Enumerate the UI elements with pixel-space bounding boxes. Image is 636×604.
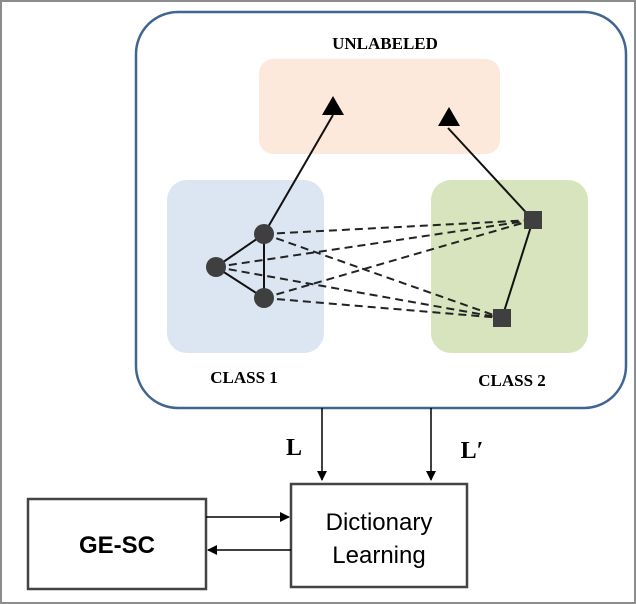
class1-node xyxy=(254,288,274,308)
class2-region xyxy=(431,180,588,353)
unlabeled-node xyxy=(322,96,344,115)
cross-class-edges xyxy=(215,219,534,319)
class2-edge xyxy=(501,219,534,319)
class1-to-unlabeled-edge xyxy=(263,114,334,235)
dictionary-learning-box xyxy=(289,482,469,589)
dictionary-label-line2: Learning xyxy=(332,542,425,569)
class1-region xyxy=(167,180,324,353)
dashed-edge xyxy=(263,233,503,319)
class2-label: CLASS 2 xyxy=(478,371,546,390)
dashed-edge xyxy=(263,219,534,235)
class2-node xyxy=(524,211,542,229)
class1-node xyxy=(206,257,226,277)
Lprime-label: L′ xyxy=(461,438,484,464)
class1-label: CLASS 1 xyxy=(210,368,278,387)
dashed-edge xyxy=(215,266,503,319)
gesc-box xyxy=(26,497,208,591)
L-label: L xyxy=(286,435,302,461)
dashed-edge xyxy=(215,219,534,268)
class2-node xyxy=(493,309,511,327)
dictionary-label-line1: Dictionary xyxy=(326,509,433,536)
gesc-label: GE-SC xyxy=(79,532,155,559)
unlabeled-node xyxy=(438,107,460,126)
unlabeled-label: UNLABELED xyxy=(332,34,438,53)
unlabeled-region xyxy=(259,59,500,154)
dashed-edge xyxy=(263,219,534,299)
class1-node xyxy=(254,224,274,244)
class2-to-unlabeled-edge xyxy=(447,127,534,221)
dashed-edge xyxy=(263,297,503,319)
